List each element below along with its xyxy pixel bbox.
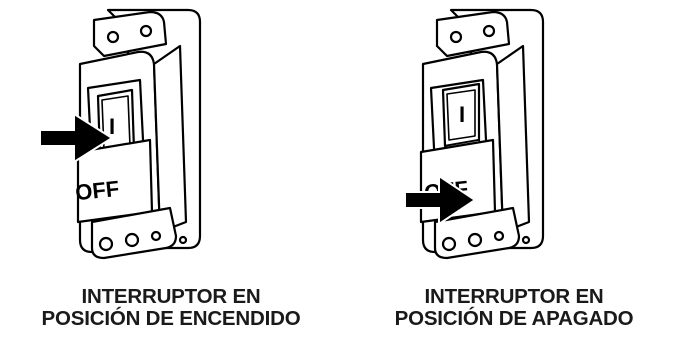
- screw-hole-bottom-right: [150, 230, 162, 242]
- screw-hole-bottom-right: [493, 230, 505, 242]
- switch-on-symbol: I: [109, 114, 115, 139]
- caption-line-2: POSICIÓN DE APAGADO: [394, 307, 634, 330]
- screw-hole-bottom-left: [98, 236, 114, 252]
- housing-side: [152, 44, 188, 234]
- caption-off: INTERRUPTOR EN POSICIÓN DE APAGADO: [343, 286, 685, 330]
- panel-switch-on: I OFF INTERRUPTOR EN POSICIÓN DE ENCENDI…: [0, 0, 342, 343]
- caption-line-1: INTERRUPTOR EN: [424, 285, 604, 308]
- screw-hole-bottom-mid: [467, 232, 483, 248]
- screw-hole-top-right: [482, 24, 496, 38]
- screw-hole-bottom-left: [441, 236, 457, 252]
- mounting-ear-bottom: [433, 206, 521, 260]
- off-label: OFF: [74, 176, 120, 205]
- switch-on-symbol: I: [459, 102, 465, 127]
- caption-line-1: INTERRUPTOR EN: [81, 285, 261, 308]
- panel-switch-off: I OFF INTERRUPTOR EN POSICIÓN DE APAGADO: [343, 0, 685, 343]
- switch-on-illustration: I OFF: [39, 8, 202, 260]
- arrow-right-icon: [39, 112, 114, 164]
- caption-line-2: POSICIÓN DE ENCENDIDO: [41, 307, 301, 330]
- mounting-ear-top: [435, 10, 511, 58]
- housing-side: [495, 44, 531, 234]
- caption-on: INTERRUPTOR EN POSICIÓN DE ENCENDIDO: [0, 286, 342, 330]
- arrow-right-icon: [404, 174, 477, 226]
- screw-hole-top-left: [449, 30, 463, 44]
- screw-hole-top-left: [106, 30, 120, 44]
- switch-off-illustration: I OFF: [404, 8, 545, 260]
- screw-hole-top-right: [139, 24, 153, 38]
- mounting-ear-bottom: [90, 206, 178, 260]
- mounting-ear-top: [92, 10, 168, 58]
- screw-hole-bottom-mid: [124, 232, 140, 248]
